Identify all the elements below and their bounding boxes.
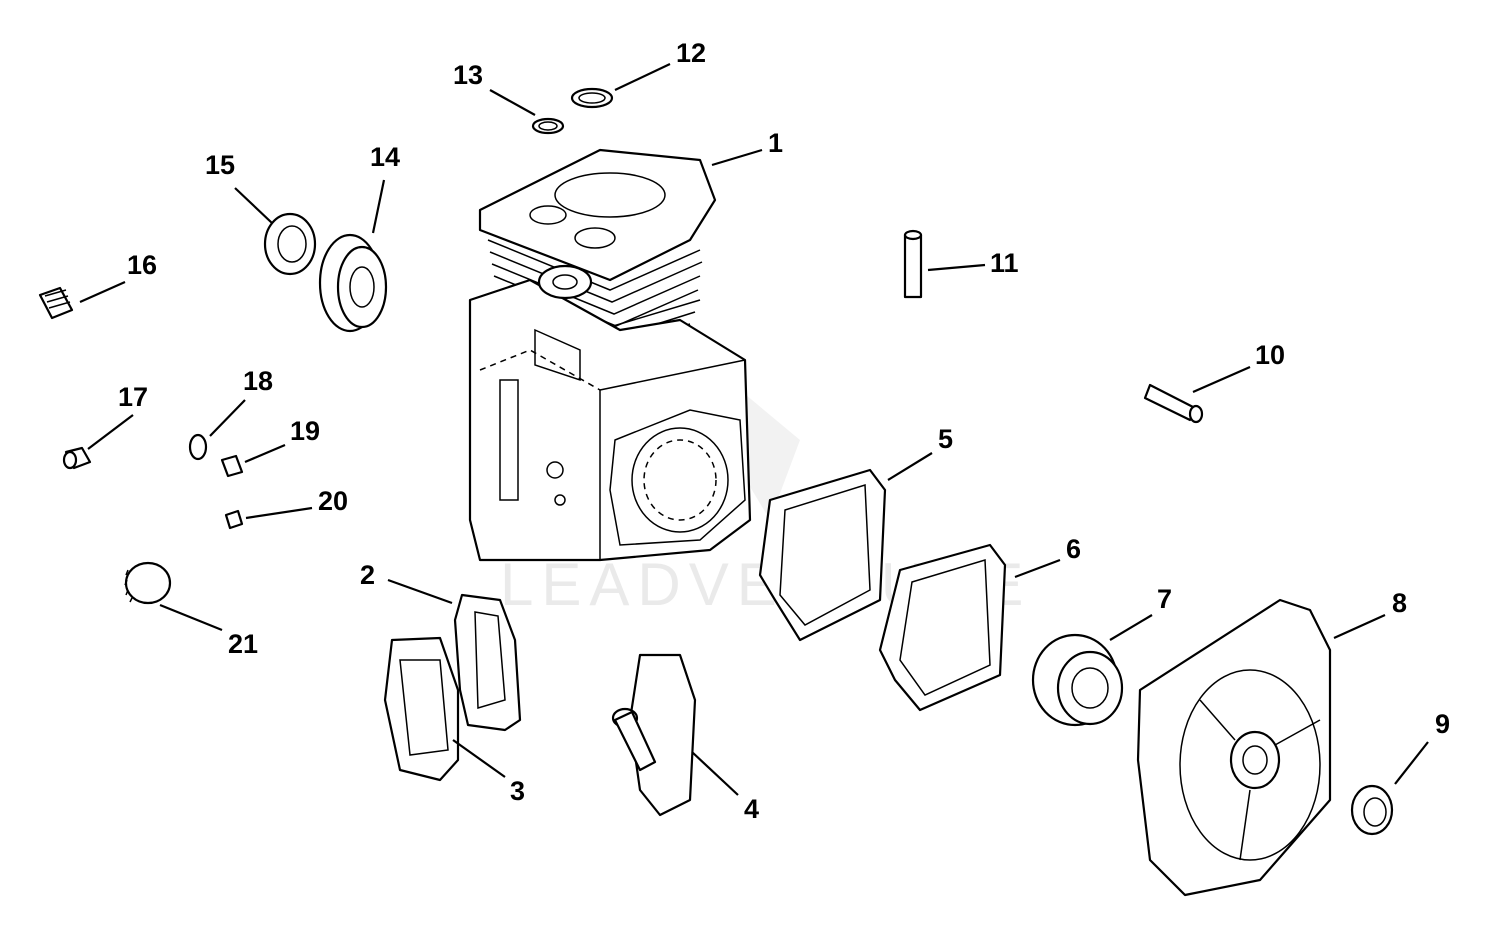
callout-18: 18 — [243, 366, 273, 396]
callout-16: 16 — [127, 250, 157, 280]
callout-21: 21 — [228, 629, 258, 659]
callout-3: 3 — [510, 776, 525, 806]
callout-10: 10 — [1255, 340, 1285, 370]
leader-lines — [79, 63, 1429, 796]
callout-6: 6 — [1066, 534, 1081, 564]
callout-13: 13 — [453, 60, 483, 90]
callout-19: 19 — [290, 416, 320, 446]
callout-8: 8 — [1392, 588, 1407, 618]
part-6-gasket — [878, 543, 1007, 712]
callout-12: 12 — [676, 38, 706, 68]
part-8-bearing-plate — [1136, 598, 1332, 897]
callout-17: 17 — [118, 382, 148, 412]
part-5-gasket — [758, 468, 887, 642]
part-18-ring — [188, 433, 208, 461]
part-2-gasket — [453, 593, 522, 732]
part-21-governor-gear — [124, 561, 172, 605]
part-10-pin — [1143, 383, 1204, 424]
part-4-breather-cover — [611, 653, 697, 817]
part-17-bushing — [62, 446, 92, 470]
callout-9: 9 — [1435, 709, 1450, 739]
callout-2: 2 — [360, 560, 375, 590]
part-12-valve-seat — [570, 87, 614, 109]
part-3-cover-plate — [383, 636, 460, 782]
part-11-dowel — [903, 229, 923, 299]
part-13-valve-seat — [531, 117, 565, 135]
callout-14: 14 — [370, 142, 400, 172]
part-14-ball-bearing — [318, 233, 388, 333]
part-20-plug — [224, 509, 244, 530]
callout-20: 20 — [318, 486, 348, 516]
callout-4: 4 — [744, 794, 759, 824]
callout-labels: 1 2 3 4 5 6 7 8 9 10 11 12 13 14 15 16 1… — [118, 38, 1450, 824]
callout-1: 1 — [768, 128, 783, 158]
part-9-oil-seal — [1350, 784, 1394, 836]
callout-5: 5 — [938, 424, 953, 454]
part-16-plug — [38, 286, 74, 320]
callout-15: 15 — [205, 150, 235, 180]
callout-11: 11 — [990, 248, 1019, 278]
part-7-ball-bearing — [1031, 633, 1124, 727]
part-1-crankcase — [468, 148, 752, 562]
part-19-pin — [220, 454, 244, 478]
callout-7: 7 — [1157, 584, 1172, 614]
part-15-oil-seal — [263, 212, 317, 276]
